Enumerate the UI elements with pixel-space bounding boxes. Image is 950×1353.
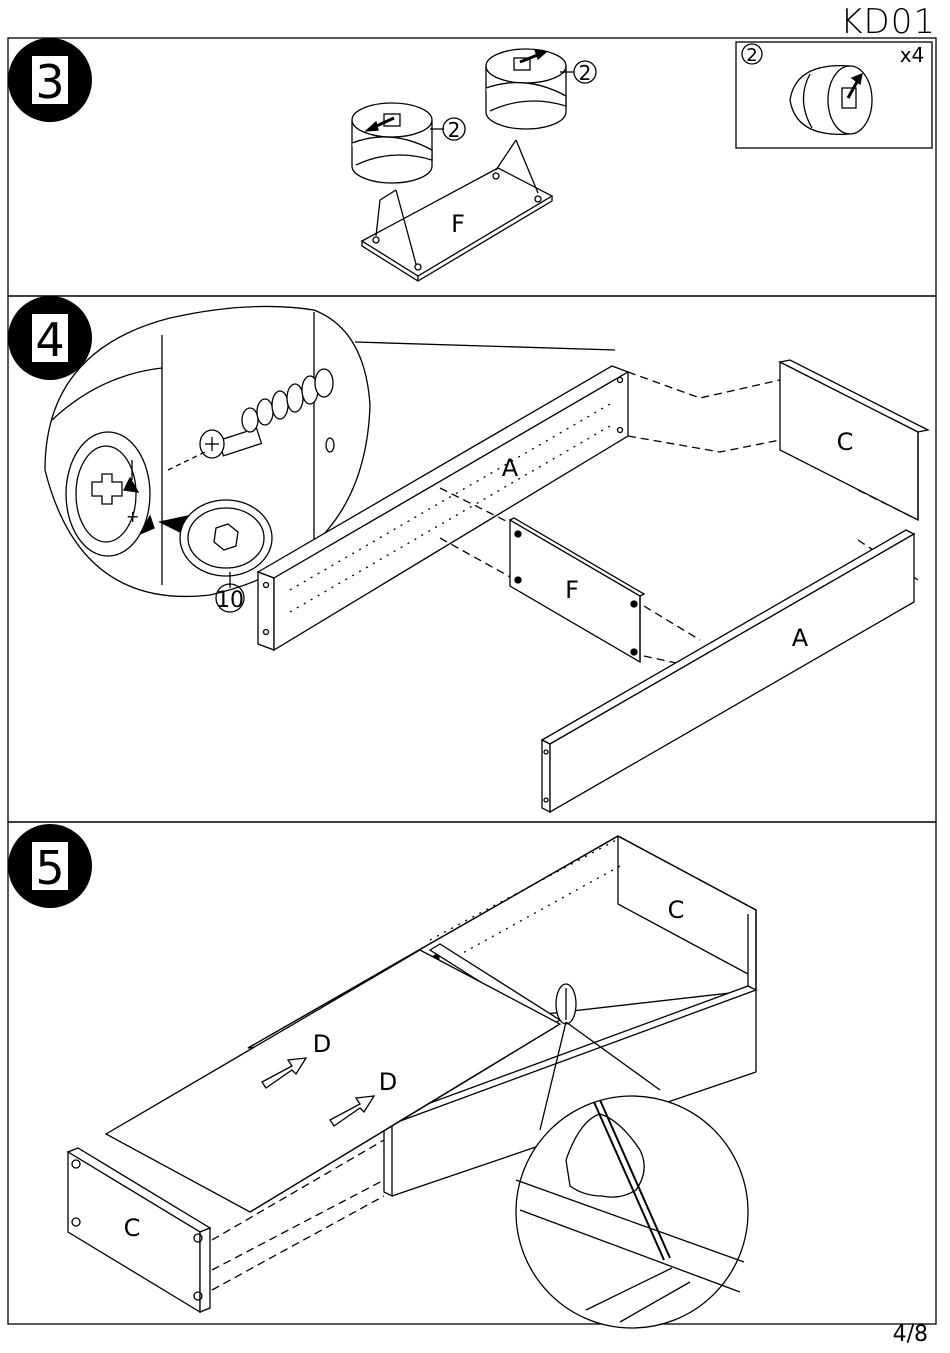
step-3-number: 3	[35, 55, 64, 109]
callout-10-text: 10	[216, 588, 244, 613]
panel-f-flat: F	[362, 168, 552, 281]
panel-c-back-label: C	[668, 896, 685, 924]
panel-d-label-2: D	[379, 1068, 397, 1096]
panel-f-label: F	[451, 210, 465, 238]
callout-2-left-text: 2	[448, 118, 461, 142]
step-5-number: 5	[35, 841, 64, 895]
inset-part-number: 2	[746, 45, 757, 66]
callout-2-right-text: 2	[579, 61, 592, 85]
callout-2-left: 2	[430, 118, 465, 142]
page-number: 4/8	[893, 1322, 928, 1347]
step-5-badge: 5	[8, 824, 92, 908]
panel-d-label-1: D	[313, 1030, 331, 1058]
step-4-number: 4	[35, 313, 64, 367]
panel-c-step4-label: C	[837, 428, 854, 456]
step-3-frame	[8, 38, 936, 296]
panel-f-step4-label: F	[565, 576, 579, 604]
panel-f-step4: F	[510, 518, 700, 666]
inset-quantity: x4	[900, 43, 925, 67]
parts-inset: 2 x4	[736, 42, 932, 148]
step-3-badge: 3	[8, 38, 92, 122]
panel-c-front-label: C	[124, 1214, 141, 1242]
svg-text:+: +	[126, 507, 139, 526]
panel-a-back-label: A	[502, 454, 519, 482]
panel-a-front-label: A	[792, 624, 809, 652]
